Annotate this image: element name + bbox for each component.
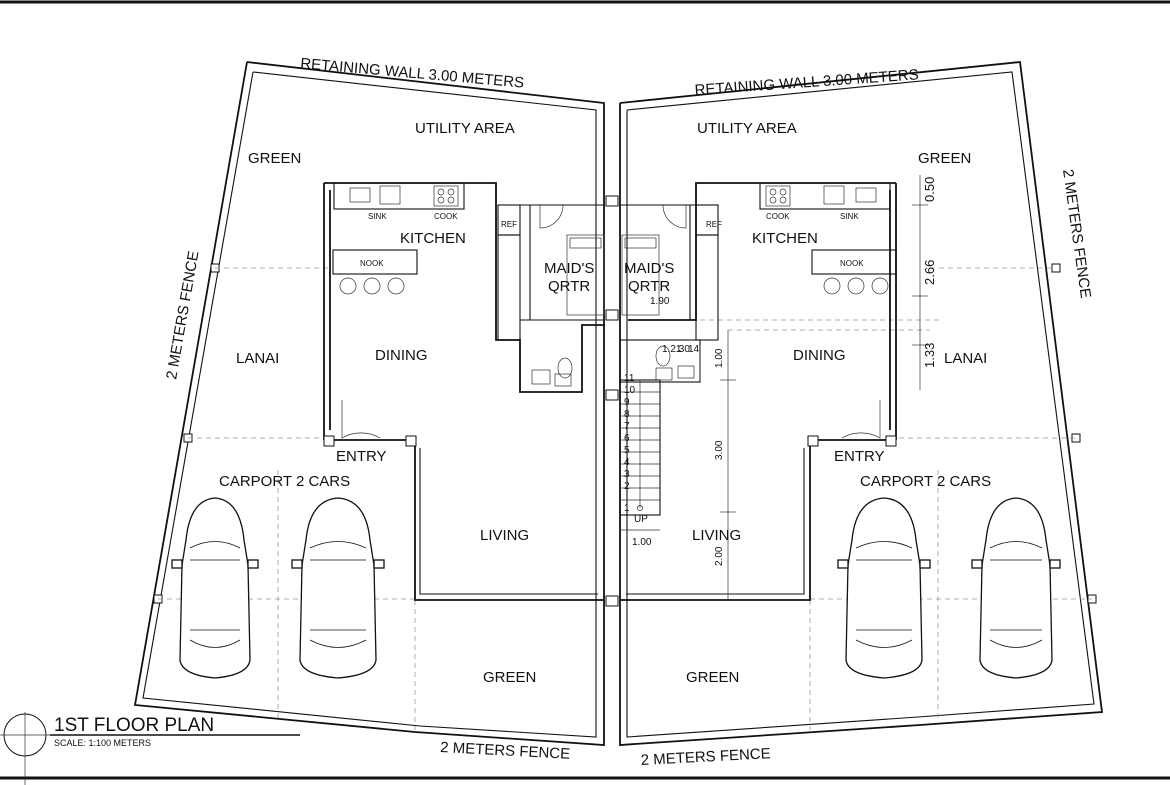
right-maids-label-2: QRTR [628,278,670,295]
car-left-1 [171,497,259,679]
right-green-bottom-label: GREEN [686,669,739,686]
dim-121: 1.21 [662,344,682,355]
right-cook-label: COOK [766,212,790,221]
site-boundary [133,61,1104,746]
left-ref-label: REF [501,220,517,229]
dim-14: 14 [688,344,700,355]
right-maids-label-1: MAID'S [624,260,674,277]
right-green-top-label: GREEN [918,150,971,167]
dim-133: 1.33 [922,343,937,368]
stair-step-5: 5 [624,445,630,456]
left-maids-label-1: MAID'S [544,260,594,277]
stair-step-9: 9 [624,397,630,408]
left-nook-label: NOOK [360,259,384,268]
car-right-2 [971,497,1061,679]
dim-200: 2.00 [714,546,725,566]
stair: 11 10 9 8 7 6 5 4 3 2 1 UP 1.00 [619,373,661,548]
right-dining-label: DINING [793,347,846,364]
car-right-1 [837,497,931,679]
title-block: 1ST FLOOR PLAN SCALE: 1:100 METERS [0,712,300,785]
stair-step-11: 11 [624,373,635,384]
left-green-top-label: GREEN [248,150,301,167]
retaining-wall-left-label: RETAINING WALL 3.00 METERS [300,55,525,92]
right-nook-label: NOOK [840,259,864,268]
fence-right-label: 2 METERS FENCE [1059,168,1094,299]
right-kitchen-label: KITCHEN [752,230,818,247]
left-entry-label: ENTRY [336,448,387,465]
right-entry-label: ENTRY [834,448,885,465]
left-house-walls [323,182,605,601]
stair-step-4: 4 [624,457,630,468]
left-dining-label: DINING [375,347,428,364]
left-lanai-label: LANAI [236,350,279,367]
left-maids-label-2: QRTR [548,278,590,295]
stair-width: 1.00 [632,537,652,548]
right-ref-label: REF [706,220,722,229]
left-living-label: LIVING [480,527,529,544]
left-carport-label: CARPORT 2 CARS [219,473,350,490]
fence-bottom-right-label: 2 METERS FENCE [640,745,771,769]
left-cook-label: COOK [434,212,458,221]
grid-lines [158,267,1092,730]
left-utility-label: UTILITY AREA [415,120,515,137]
dim-190: 1.90 [650,296,670,307]
left-green-bottom-label: GREEN [483,669,536,686]
car-left-2 [291,497,385,679]
retaining-wall-right-label: RETAINING WALL 3.00 METERS [694,66,919,99]
plan-scale: SCALE: 1:100 METERS [54,738,151,748]
stair-step-7: 7 [624,421,630,432]
left-kitchen-label: KITCHEN [400,230,466,247]
left-sink-label: SINK [368,212,387,221]
right-utility-label: UTILITY AREA [697,120,797,137]
stair-step-6: 6 [624,433,630,444]
dim-300: 3.00 [714,440,725,460]
plan-title: 1ST FLOOR PLAN [54,715,214,736]
stair-step-8: 8 [624,409,630,420]
right-lanai-label: LANAI [944,350,987,367]
right-living-label: LIVING [692,527,741,544]
dimension-lines [699,175,928,600]
right-sink-label: SINK [840,212,859,221]
dim-050: 0.50 [922,177,937,202]
stair-up-label: UP [634,514,648,525]
dim-100-v: 1.00 [714,348,725,368]
stair-step-3: 3 [624,469,630,480]
dim-266: 2.66 [922,260,937,285]
fence-left-label: 2 METERS FENCE [163,250,202,381]
dim-30: .30 [676,344,690,355]
fence-bottom-left-label: 2 METERS FENCE [440,739,571,763]
stair-step-10: 10 [624,385,636,396]
stair-step-2: 2 [624,481,630,492]
stair-step-1: 1 [624,503,630,514]
right-carport-label: CARPORT 2 CARS [860,473,991,490]
